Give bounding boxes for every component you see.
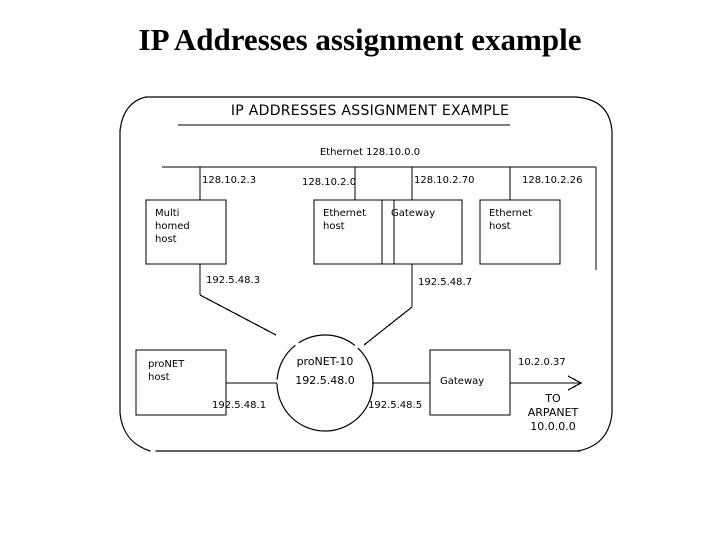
address-192-5-48-5: 192.5.48.5 xyxy=(368,400,423,411)
network-diagram: IP ADDRESSES ASSIGNMENT EXAMPLE Ethernet… xyxy=(110,95,630,465)
address-10-2-0-37: 10.2.0.37 xyxy=(518,357,566,368)
address-128-10-2-0: 128.10.2.0 xyxy=(302,177,357,188)
address-192-5-48-3: 192.5.48.3 xyxy=(206,275,261,286)
address-128-10-2-3: 128.10.2.3 xyxy=(202,175,257,186)
box-multi-homed-host xyxy=(145,199,227,265)
box-label-pronet-host: proNET host xyxy=(148,359,185,383)
address-128-10-2-26: 128.10.2.26 xyxy=(522,175,583,186)
box-label-gateway-top: Gateway xyxy=(391,208,436,219)
outer-border xyxy=(119,96,613,452)
link-gateway-to-ring xyxy=(363,306,413,346)
uplink-arrowhead xyxy=(567,375,583,391)
ethernet-bus-label: Ethernet 128.10.0.0 xyxy=(319,147,421,158)
address-192-5-48-7: 192.5.48.7 xyxy=(418,277,473,288)
address-192-5-48-1: 192.5.48.1 xyxy=(212,400,267,411)
box-ethernet-host-2 xyxy=(479,199,561,265)
link-multi-homed-to-ring xyxy=(199,294,277,336)
box-label-ethernet-host-1: Ethernet host xyxy=(323,208,367,232)
address-128-10-2-70: 128.10.2.70 xyxy=(414,175,475,186)
box-gateway-top xyxy=(381,199,463,265)
box-label-ethernet-host-2: Ethernet host xyxy=(489,208,533,232)
arpanet-destination-label: TO ARPANET 10.0.0.0 xyxy=(527,392,579,433)
ring-network-label: 192.5.48.0 xyxy=(295,374,355,387)
ring-name-label: proNET-10 xyxy=(296,355,354,368)
diagram-linework xyxy=(119,96,613,452)
box-label-gateway-bottom: Gateway xyxy=(440,376,485,387)
diagram-heading: IP ADDRESSES ASSIGNMENT EXAMPLE xyxy=(230,103,510,119)
box-ethernet-host-1 xyxy=(313,199,395,265)
pronet-ring xyxy=(276,334,374,432)
page-title: IP Addresses assignment example xyxy=(138,22,582,57)
box-label-multi-homed-host: Multi homed host xyxy=(155,208,190,245)
